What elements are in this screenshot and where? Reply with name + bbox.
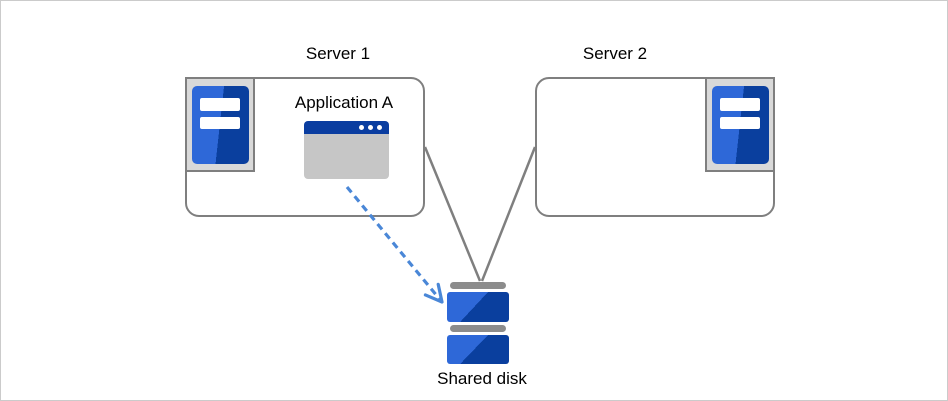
server-2-icon-frame — [705, 77, 775, 172]
server-2-label: Server 2 — [582, 44, 648, 63]
window-dot-icon — [377, 125, 382, 130]
server-1-label: Server 1 — [305, 44, 371, 63]
app-window-body — [304, 134, 389, 179]
app-window-titlebar — [304, 121, 389, 134]
window-dot-icon — [368, 125, 373, 130]
server-tower-icon — [711, 85, 769, 164]
server-1-icon-frame — [185, 77, 255, 172]
app-window-icon — [304, 121, 389, 179]
application-a-label: Application A — [294, 93, 394, 112]
disk-stack-icon — [447, 282, 509, 364]
edge-server2-to-disk — [480, 146, 537, 282]
server-tower-icon — [191, 85, 249, 164]
shared-disk-label: Shared disk — [437, 369, 527, 388]
disk-stack-icon — [447, 282, 509, 364]
window-dot-icon — [359, 125, 364, 130]
edge-server1-to-disk — [423, 146, 482, 282]
